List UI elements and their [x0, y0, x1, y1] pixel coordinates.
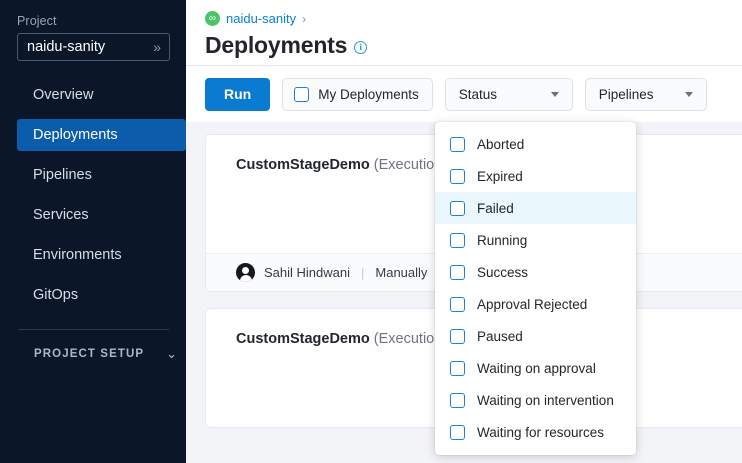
status-option-label: Success: [477, 264, 529, 280]
status-option-checkbox[interactable]: [450, 264, 465, 280]
status-dropdown-menu[interactable]: Aborted Expired Failed Running Success A…: [435, 122, 636, 455]
status-option-expired[interactable]: Expired: [435, 160, 636, 192]
status-option-waiting-for-resources[interactable]: Waiting for resources: [435, 416, 636, 448]
nav-spacer: [0, 231, 186, 239]
my-deployments-filter[interactable]: My Deployments: [282, 77, 433, 111]
status-option-label: Paused: [477, 328, 523, 344]
sidebar-divider: [18, 329, 169, 330]
sidebar-item-overview[interactable]: Overview: [17, 79, 186, 111]
sidebar-item-label: GitOps: [33, 287, 79, 303]
status-option-label: Running: [477, 232, 528, 248]
status-option-label: Aborted: [477, 136, 525, 152]
my-deployments-label: My Deployments: [318, 86, 419, 102]
nav-spacer: [0, 271, 186, 279]
sidebar-item-environments[interactable]: Environments: [17, 239, 186, 271]
status-option-waiting-on-intervention[interactable]: Waiting on intervention: [435, 384, 636, 416]
status-option-label: Failed: [477, 200, 514, 216]
status-filter-dropdown[interactable]: Status: [444, 77, 573, 111]
breadcrumb-project-link[interactable]: naidu-sanity: [226, 11, 297, 26]
chevron-down-icon: ⌄: [166, 346, 179, 361]
status-option-approval-rejected[interactable]: Approval Rejected: [435, 288, 636, 320]
breadcrumb-separator-icon: ›: [302, 11, 307, 26]
status-option-paused[interactable]: Paused: [435, 320, 636, 352]
status-option-failed[interactable]: Failed: [435, 192, 636, 224]
status-option-checkbox[interactable]: [450, 168, 465, 184]
sidebar-item-deployments[interactable]: Deployments: [17, 119, 186, 151]
status-option-success[interactable]: Success: [435, 256, 636, 288]
pipelines-filter-label: Pipelines: [598, 86, 654, 102]
deployment-user: Sahil Hindwani: [264, 265, 350, 280]
main-content: ∞ naidu-sanity › Deployments i Run My De…: [186, 0, 742, 463]
title-row: Deployments i: [205, 32, 742, 59]
avatar: [236, 263, 255, 282]
sidebar-item-label: Overview: [33, 87, 94, 103]
pipelines-filter-dropdown[interactable]: Pipelines: [584, 77, 707, 111]
status-option-checkbox[interactable]: [450, 424, 465, 440]
status-option-aborted[interactable]: Aborted: [435, 128, 636, 160]
status-option-checkbox[interactable]: [450, 232, 465, 248]
info-icon[interactable]: i: [354, 41, 368, 54]
status-option-label: Waiting on approval: [477, 360, 596, 376]
pipeline-name: CustomStageDemo: [236, 157, 370, 173]
page-title: Deployments: [205, 32, 348, 58]
run-button[interactable]: Run: [205, 77, 271, 111]
chevron-down-icon: [550, 91, 559, 97]
status-option-label: Waiting on intervention: [477, 392, 614, 408]
toolbar: Run My Deployments Status Pipelines: [186, 66, 742, 122]
sidebar-item-label: Pipelines: [33, 167, 92, 183]
sidebar-nav: Overview Deployments Pipelines Services …: [0, 79, 186, 311]
sidebar-item-label: Services: [33, 207, 89, 223]
project-scope-icon: ∞: [205, 11, 220, 26]
status-option-label: Expired: [477, 168, 523, 184]
project-setup-label: PROJECT SETUP: [34, 348, 145, 360]
deployment-trigger: Manually: [375, 265, 428, 280]
footer-divider: |: [361, 265, 365, 280]
sidebar-section-project-setup[interactable]: PROJECT SETUP ⌄: [0, 346, 186, 362]
chevron-down-icon: [684, 91, 693, 97]
chevron-double-right-icon: »: [153, 39, 161, 55]
status-option-checkbox[interactable]: [450, 200, 465, 216]
status-option-label: Waiting for resources: [477, 424, 605, 440]
project-selector[interactable]: naidu-sanity »: [17, 33, 170, 61]
nav-spacer: [0, 151, 186, 159]
sidebar: Project naidu-sanity » Overview Deployme…: [0, 0, 186, 463]
nav-spacer: [0, 191, 186, 199]
status-option-checkbox[interactable]: [450, 136, 465, 152]
sidebar-item-gitops[interactable]: GitOps: [17, 279, 186, 311]
status-option-checkbox[interactable]: [450, 360, 465, 376]
nav-spacer: [0, 111, 186, 119]
status-option-waiting-on-approval[interactable]: Waiting on approval: [435, 352, 636, 384]
status-option-running[interactable]: Running: [435, 224, 636, 256]
project-selector-value: naidu-sanity: [27, 39, 106, 55]
project-label: Project: [17, 14, 57, 28]
page-header: ∞ naidu-sanity › Deployments i: [186, 0, 742, 66]
sidebar-item-label: Environments: [33, 247, 122, 263]
breadcrumb: ∞ naidu-sanity ›: [205, 9, 742, 28]
sidebar-item-services[interactable]: Services: [17, 199, 186, 231]
status-option-checkbox[interactable]: [450, 328, 465, 344]
sidebar-item-label: Deployments: [33, 127, 118, 143]
status-filter-label: Status: [458, 86, 498, 102]
my-deployments-checkbox[interactable]: [294, 86, 310, 102]
status-option-checkbox[interactable]: [450, 296, 465, 312]
status-option-label: Approval Rejected: [477, 296, 588, 312]
pipeline-name: CustomStageDemo: [236, 331, 370, 347]
status-option-checkbox[interactable]: [450, 392, 465, 408]
sidebar-item-pipelines[interactable]: Pipelines: [17, 159, 186, 191]
